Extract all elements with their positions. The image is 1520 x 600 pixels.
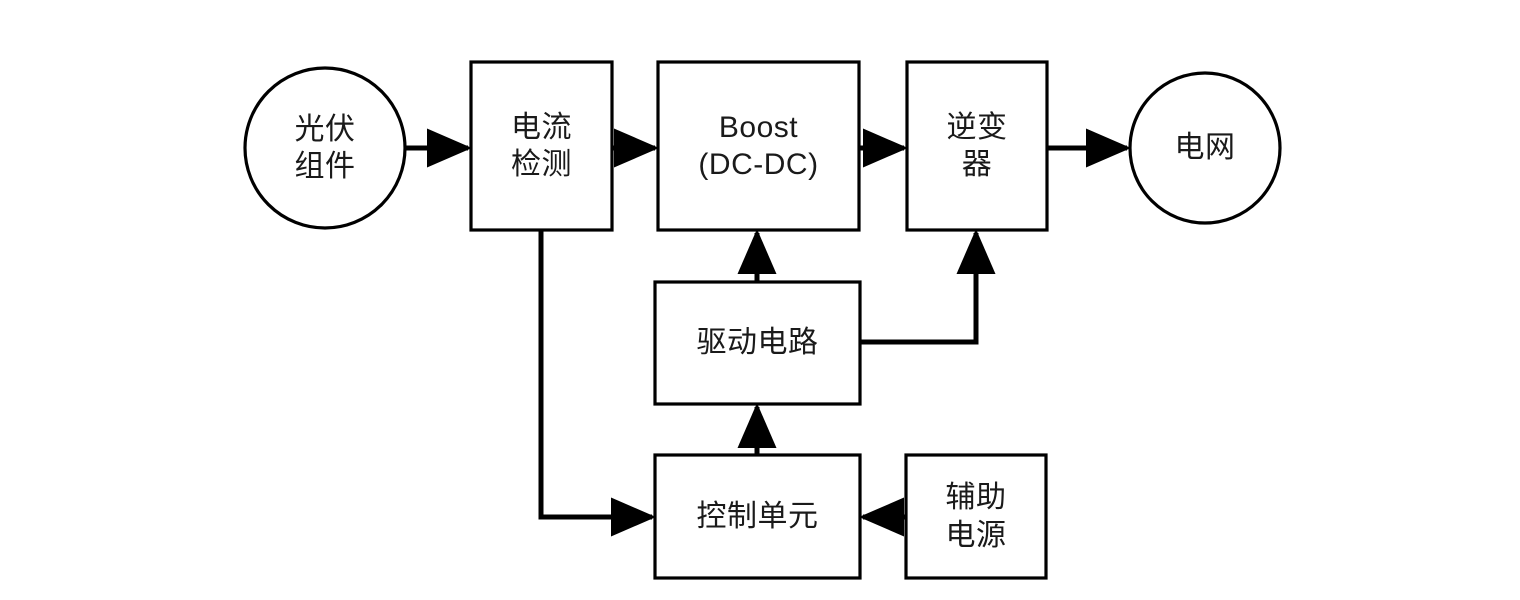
node-boost-dcdc-shape [656,60,861,232]
connector-current-to-control [538,231,657,537]
node-power-grid-shape [1128,71,1282,225]
node-current-detection-shape [469,60,614,232]
node-inverter-shape [905,60,1049,232]
node-control-unit-shape [653,453,862,580]
connector-drive-to-inverter [861,228,996,345]
node-pv-module-shape [243,66,407,230]
node-auxiliary-power-shape [904,453,1048,580]
node-drive-circuit-shape [653,280,862,406]
